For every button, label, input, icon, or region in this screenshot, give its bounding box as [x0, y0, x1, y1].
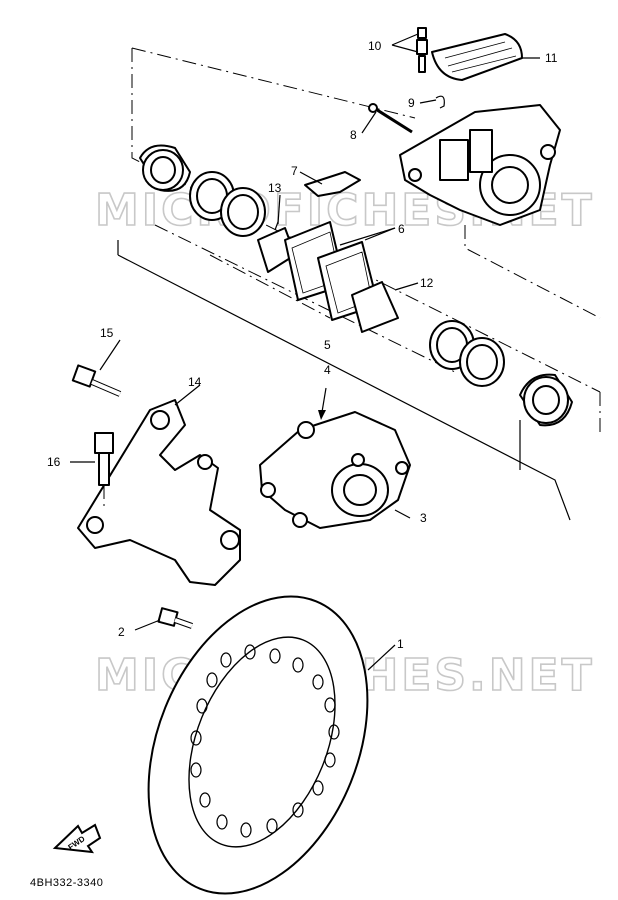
callout-13: 13	[268, 181, 282, 195]
callout-6: 6	[398, 222, 405, 236]
callout-5: 5	[324, 338, 331, 352]
callout-2: 2	[118, 625, 125, 639]
brake-disc-1	[147, 595, 369, 895]
callout-15: 15	[100, 326, 114, 340]
exploded-frame	[117, 47, 601, 521]
callout-10: 10	[368, 39, 382, 53]
caliper-lower-3	[259, 411, 411, 529]
assembly-arrow	[318, 387, 327, 420]
piston-lower-right	[519, 373, 573, 427]
bolt-2	[157, 607, 193, 629]
leader-lines	[70, 33, 540, 671]
seal-rings-upper	[189, 171, 266, 237]
caliper-cover-11	[431, 33, 523, 81]
callout-8: 8	[350, 128, 357, 142]
caliper-upper	[399, 104, 561, 226]
callout-16: 16	[47, 455, 61, 469]
pad-spring-7	[304, 171, 361, 197]
callout-14: 14	[188, 375, 202, 389]
callout-9: 9	[408, 96, 415, 110]
callout-3: 3	[420, 511, 427, 525]
bolt-16	[94, 432, 114, 510]
callout-12: 12	[420, 276, 434, 290]
piston-upper-left	[139, 144, 191, 192]
callout-4: 4	[324, 363, 331, 377]
pin-clip-9	[435, 95, 445, 109]
pad-shim-12	[351, 281, 399, 333]
forward-arrow-icon: FWD	[52, 823, 102, 854]
bolt-15	[71, 364, 122, 397]
callout-1: 1	[397, 637, 404, 651]
callouts: 1 2 3 4 5 6 7 8 9 10 11 12 13 14 15 16	[47, 39, 558, 651]
seal-rings-lower	[429, 320, 505, 387]
pad-pin-8	[368, 103, 413, 134]
callout-7: 7	[291, 164, 298, 178]
callout-11: 11	[545, 51, 558, 65]
diagram-code: 4BH332-3340	[30, 877, 103, 889]
caliper-bracket-14	[77, 399, 241, 586]
bleed-screw-10	[416, 27, 428, 73]
